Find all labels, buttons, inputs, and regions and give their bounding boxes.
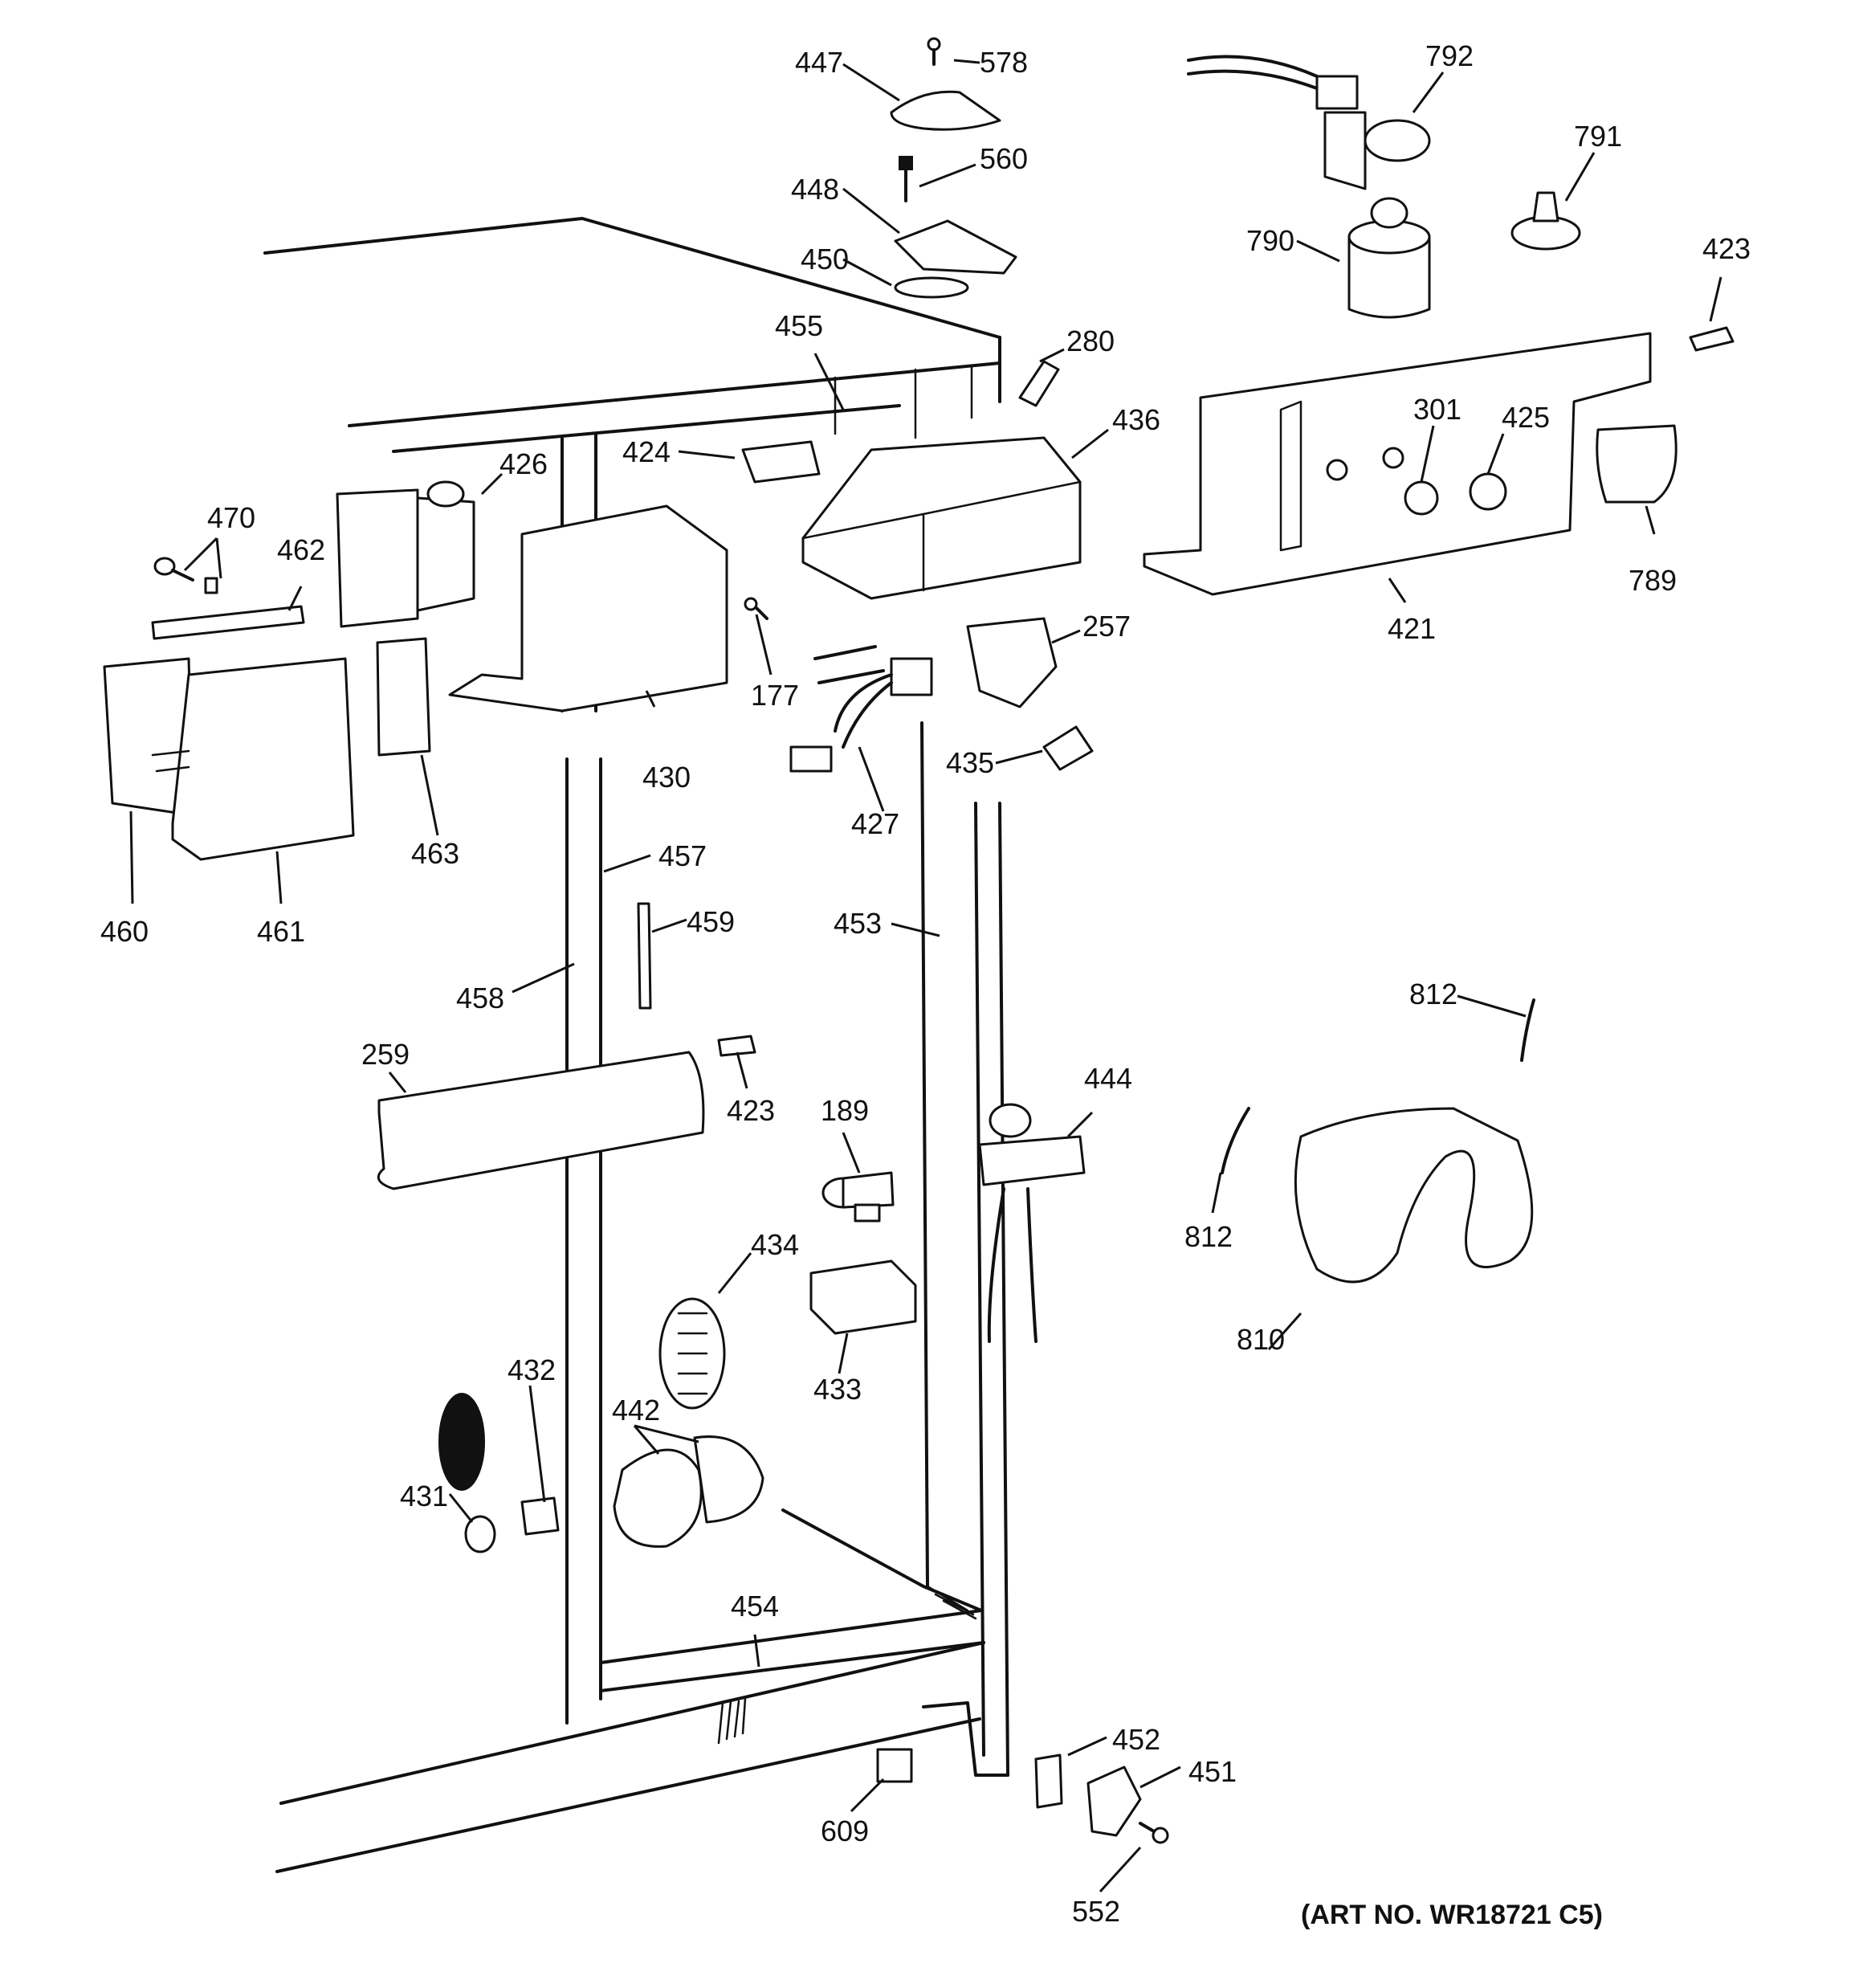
cover-259-icon: [377, 1051, 705, 1190]
part-452-icon: [1034, 1753, 1063, 1809]
callout-463: 463: [411, 837, 459, 870]
callout-430: 430: [642, 761, 691, 794]
callout-470: 470: [207, 501, 255, 534]
part-791-icon: [1510, 191, 1581, 251]
callout-789: 789: [1629, 564, 1677, 597]
callout-458: 458: [456, 982, 504, 1014]
motor-442-icon: [613, 1435, 764, 1548]
callout-451: 451: [1188, 1755, 1237, 1788]
callout-436: 436: [1112, 403, 1160, 436]
switch-424-icon: [741, 440, 821, 484]
part-257-icon: [966, 617, 1058, 708]
screw-552-icon: [1139, 1822, 1169, 1844]
part-459-icon: [637, 902, 652, 1010]
housing-460-461-icon: [103, 657, 355, 861]
shim-450-icon: [894, 276, 969, 299]
parts: [103, 37, 1735, 1844]
callout-177: 177: [751, 679, 799, 712]
callout-461: 461: [257, 915, 305, 948]
callout-791: 791: [1574, 120, 1622, 153]
callout-455: 455: [775, 309, 823, 342]
callout-421: 421: [1388, 612, 1436, 645]
callout-444: 444: [1084, 1062, 1132, 1095]
valve-792-icon: [1187, 55, 1431, 190]
callout-259: 259: [361, 1038, 410, 1071]
callout-431: 431: [400, 1480, 448, 1512]
connector-423b-icon: [717, 1035, 756, 1057]
art-number-caption: (ART NO. WR18721 C5): [1301, 1900, 1603, 1930]
panel-421-icon: [1143, 332, 1652, 596]
callout-812-top: 812: [1409, 978, 1457, 1010]
bushing-432-icon: [520, 1496, 560, 1536]
callout-453: 453: [834, 907, 882, 940]
callout-462: 462: [277, 533, 325, 566]
callout-790: 790: [1246, 224, 1294, 257]
callout-454: 454: [731, 1590, 779, 1623]
cover-789-icon: [1596, 424, 1678, 504]
callout-423-top: 423: [1702, 232, 1751, 265]
part-462-icon: [151, 605, 305, 640]
screw-578-icon: [927, 37, 941, 66]
screw-560-icon: [899, 156, 913, 202]
part-433-icon: [809, 1259, 917, 1335]
tube-812a-icon: [1520, 998, 1535, 1062]
grommet-431-icon: [464, 1515, 496, 1553]
capacitor-790-icon: [1347, 197, 1431, 319]
callout-460: 460: [100, 915, 149, 948]
bracket-430-icon: [448, 504, 728, 712]
callout-257: 257: [1082, 610, 1131, 643]
callout-560: 560: [980, 142, 1028, 175]
screw-470-icon: [153, 557, 218, 594]
callout-424: 424: [622, 435, 671, 468]
cabinet-frame: [263, 217, 1009, 1873]
plug-431-icon: [438, 1393, 485, 1491]
callout-425: 425: [1502, 401, 1550, 434]
tube-812b-icon: [1221, 1107, 1250, 1174]
callout-447: 447: [795, 46, 843, 79]
callout-442: 442: [612, 1394, 660, 1427]
part-426-icon: [336, 480, 475, 628]
control-box-436-icon: [801, 436, 1082, 600]
harness-427-icon: [789, 645, 933, 773]
callout-792: 792: [1425, 39, 1474, 72]
hinge-448-icon: [894, 219, 1017, 275]
callout-452: 452: [1112, 1723, 1160, 1756]
screw-177-icon: [744, 597, 768, 620]
callout-448: 448: [791, 173, 839, 206]
callout-812-lower: 812: [1184, 1220, 1233, 1253]
hinge-cap-447-icon: [890, 90, 1001, 131]
connector-423-icon: [1689, 326, 1735, 352]
callout-280: 280: [1066, 325, 1115, 357]
gasket-434-icon: [658, 1297, 726, 1410]
callout-301: 301: [1413, 393, 1461, 426]
callout-578: 578: [980, 46, 1028, 79]
callout-189: 189: [821, 1094, 869, 1127]
callout-450: 450: [801, 243, 849, 276]
part-609-icon: [876, 1748, 913, 1783]
callout-457: 457: [658, 839, 707, 872]
callout-426: 426: [499, 447, 548, 480]
callout-labels: 578 447 560 448 450 792 791 790 423 280 …: [100, 39, 1751, 1930]
callout-427: 427: [851, 807, 899, 840]
callout-434: 434: [751, 1228, 799, 1261]
callout-810: 810: [1237, 1323, 1285, 1356]
callout-459: 459: [687, 905, 735, 938]
callout-552: 552: [1072, 1895, 1120, 1928]
part-280-icon: [1018, 360, 1060, 407]
callout-609: 609: [821, 1815, 869, 1847]
valve-444-icon: [978, 1103, 1086, 1343]
callout-435: 435: [946, 746, 994, 779]
heater-810-icon: [1294, 1107, 1534, 1284]
callout-423-lower: 423: [727, 1094, 775, 1127]
hinge-451-icon: [1086, 1766, 1142, 1837]
part-463-icon: [376, 637, 431, 757]
leader-lines: [129, 59, 1722, 1893]
callout-432: 432: [508, 1353, 556, 1386]
fitting-189-icon: [821, 1171, 895, 1223]
callout-433: 433: [813, 1373, 862, 1406]
part-435-icon: [1042, 725, 1094, 771]
